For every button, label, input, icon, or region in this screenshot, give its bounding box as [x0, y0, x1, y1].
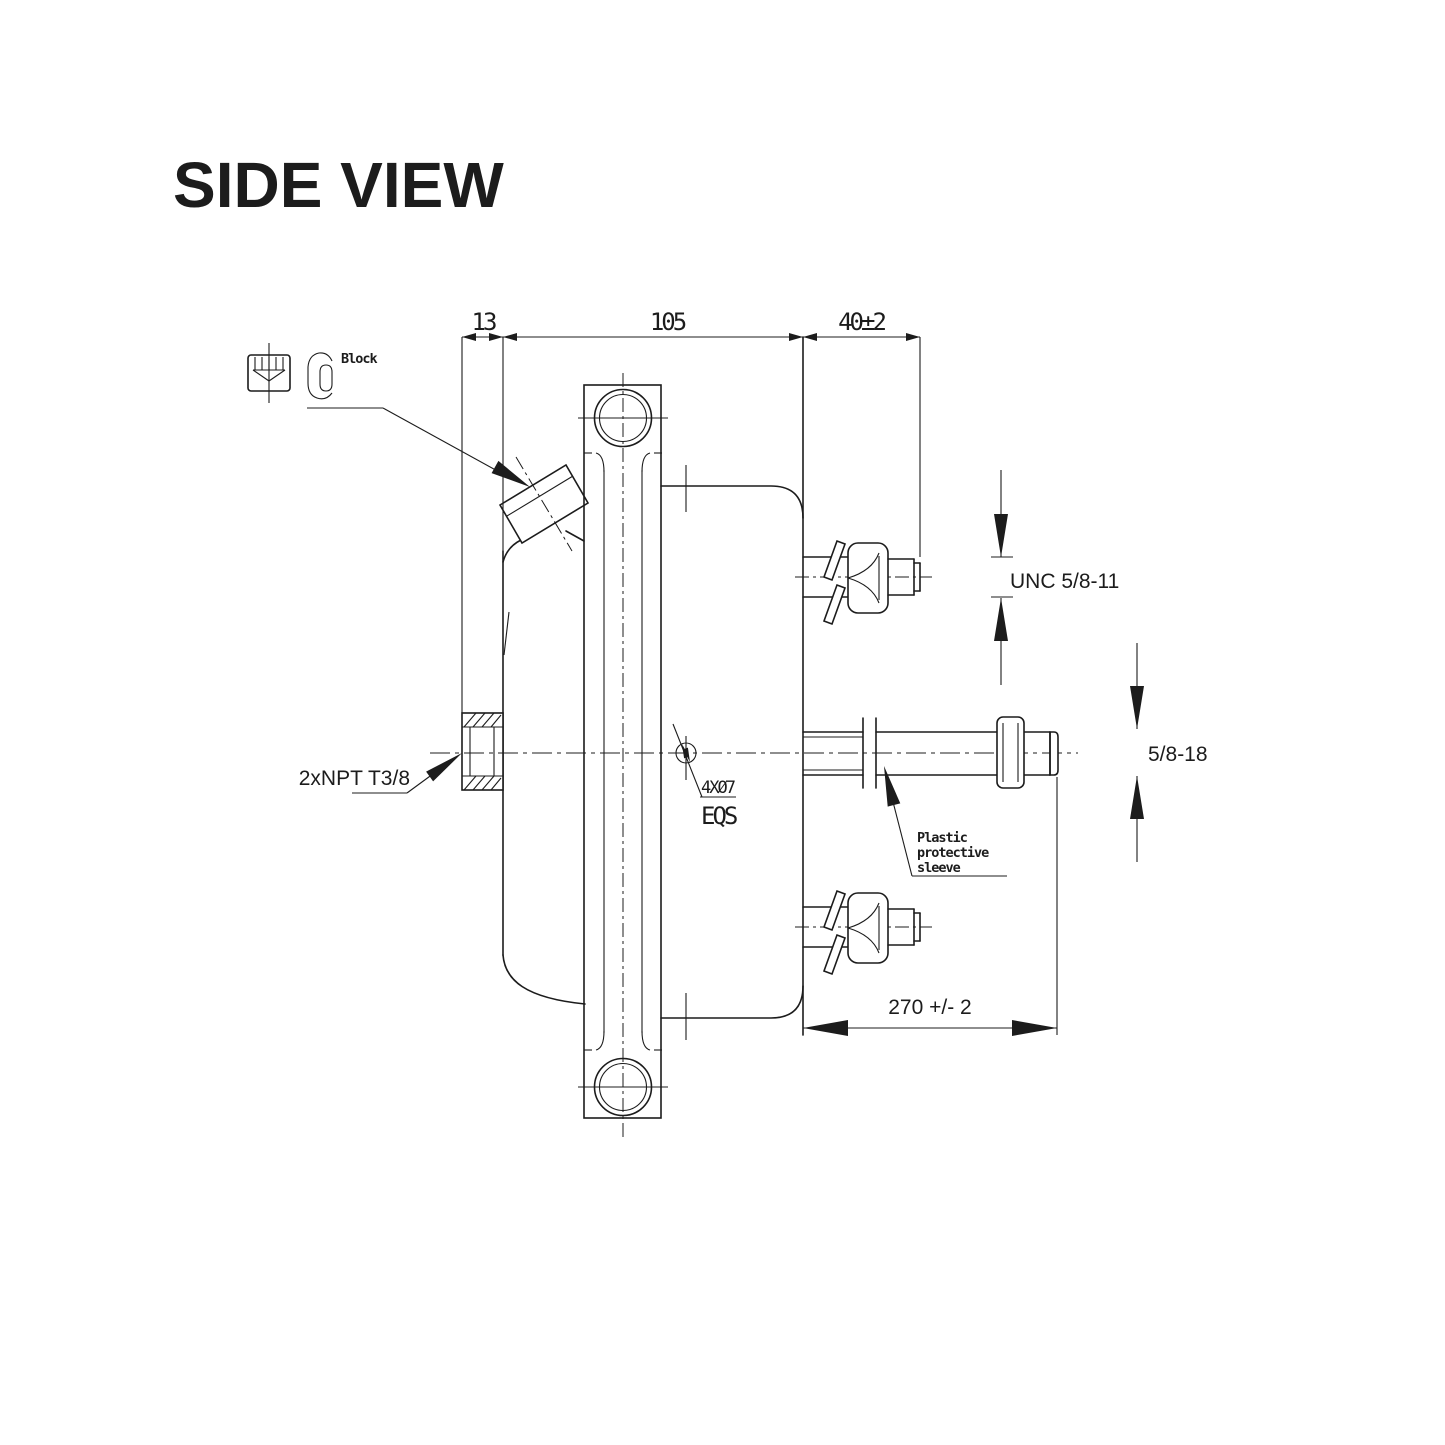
npt-leader-arrow — [426, 753, 462, 782]
hole-arrow-lower — [683, 747, 690, 762]
stud-top-flange-nut — [847, 542, 889, 614]
sleeve-leader-arrow — [884, 766, 901, 807]
dome-seam — [503, 611, 510, 656]
hole-label: 4XØ7 — [701, 778, 735, 798]
clamp-band — [578, 373, 668, 1137]
push-rod — [802, 716, 1059, 789]
clamp-slot-hook-tl — [595, 452, 605, 473]
dim-105: 105 — [650, 308, 686, 336]
block-callout: Block — [247, 343, 530, 487]
page-title: SIDE VIEW — [173, 149, 504, 221]
hole-leader-line — [672, 723, 703, 798]
sleeve-callout: Plastic protective sleeve — [884, 766, 1007, 877]
sleeve-leader-diagonal — [890, 793, 913, 877]
rod-end-cap — [1049, 731, 1059, 776]
clamp-slot-hook-bl — [595, 1030, 605, 1051]
npt-label: 2xNPT T3/8 — [299, 767, 410, 790]
rod-lock-nut — [996, 716, 1025, 789]
npt-port-hatching — [463, 712, 502, 791]
sleeve-label-line2: protective — [917, 845, 989, 861]
dome-shoulder-left — [502, 539, 522, 563]
unc-thread-callout: UNC 5/8-11 — [991, 470, 1119, 685]
block-label: Block — [341, 351, 378, 367]
mounting-stud-bottom — [795, 889, 932, 976]
block-nut-icon — [247, 343, 291, 403]
dome-shoulder-right — [565, 530, 585, 542]
sleeve-label-line1: Plastic — [917, 830, 967, 846]
mounting-stud-top — [795, 539, 932, 626]
hole-callout: 4XØ7 EQS — [672, 723, 740, 830]
top-dimensions: 13 105 40±2 — [461, 308, 921, 713]
stud-bottom-break-upper — [822, 889, 847, 932]
unc-thread-label: UNC 5/8-11 — [1010, 570, 1119, 593]
stud-top-break-upper — [822, 539, 847, 582]
angled-port — [498, 456, 590, 552]
rod-thread-callout: 5/8-18 — [1130, 643, 1208, 862]
clamp-slot-hook-br — [641, 1030, 651, 1051]
rod-thread-label: 5/8-18 — [1148, 743, 1208, 766]
stud-top-break-lower — [822, 583, 847, 626]
block-leader-arrow — [491, 460, 530, 487]
sleeve-label-line3: sleeve — [917, 860, 961, 876]
stud-bottom-break-lower — [822, 933, 847, 976]
angled-port-face-line — [506, 475, 574, 517]
dim-13: 13 — [472, 308, 496, 336]
dome-bottom-curve — [502, 954, 586, 1005]
npt-port — [461, 712, 504, 791]
block-clamp-icon — [307, 352, 333, 400]
stud-bottom-flange-nut — [847, 892, 889, 964]
npt-callout: 2xNPT T3/8 — [299, 753, 462, 794]
dim-270: 270 +/- 2 — [888, 996, 971, 1019]
block-leader-diagonal — [382, 407, 513, 480]
housing — [660, 336, 804, 1040]
hole-spacing-label: EQS — [701, 802, 737, 830]
dim-40: 40±2 — [838, 308, 885, 336]
clamp-slot-hook-tr — [641, 452, 651, 473]
angled-port-axis-centerline — [515, 456, 573, 552]
rod-length-dimension: 270 +/- 2 — [803, 777, 1058, 1036]
